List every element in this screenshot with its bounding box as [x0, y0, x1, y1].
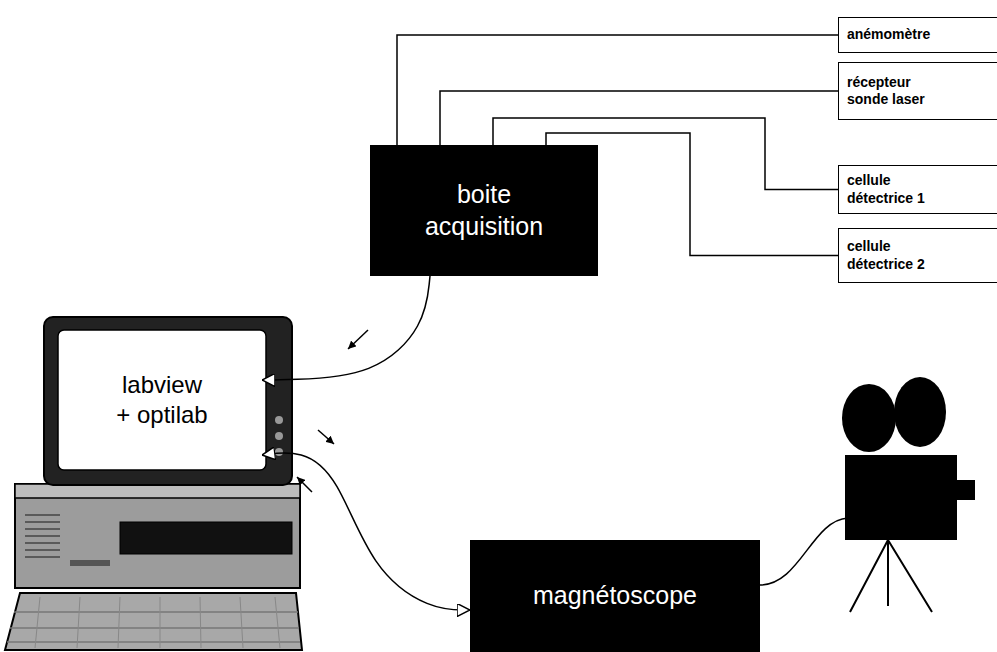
device-box: cellule détectrice 2: [838, 228, 997, 283]
direction-arrow: [318, 430, 334, 444]
monitor: [44, 317, 292, 485]
device-box: récepteur sonde laser: [838, 62, 997, 120]
node-label: boite acquisition: [399, 179, 569, 242]
node-label: anémomètre: [847, 26, 952, 44]
node-label: cellule détectrice 2: [847, 238, 952, 273]
cable: [262, 276, 430, 380]
acquisition-box: boite acquisition: [370, 145, 598, 276]
node-label: magnétoscope: [485, 580, 745, 611]
node-label: labview + optilab: [112, 370, 212, 430]
recorder-box: magnétoscope: [470, 540, 760, 652]
camera: [842, 377, 975, 612]
computer-case: [15, 484, 300, 588]
signal-wire: [397, 35, 838, 145]
keyboard: [5, 593, 302, 650]
node-label: cellule détectrice 1: [847, 172, 952, 207]
device-box: anémomètre: [838, 17, 997, 53]
cable: [262, 453, 470, 610]
device-box: cellule détectrice 1: [838, 165, 997, 214]
camera-cable: [760, 518, 848, 585]
computer-screen: labview + optilab: [62, 335, 262, 465]
node-label: récepteur sonde laser: [847, 74, 952, 109]
direction-arrow: [348, 330, 368, 349]
direction-arrow: [297, 477, 312, 492]
